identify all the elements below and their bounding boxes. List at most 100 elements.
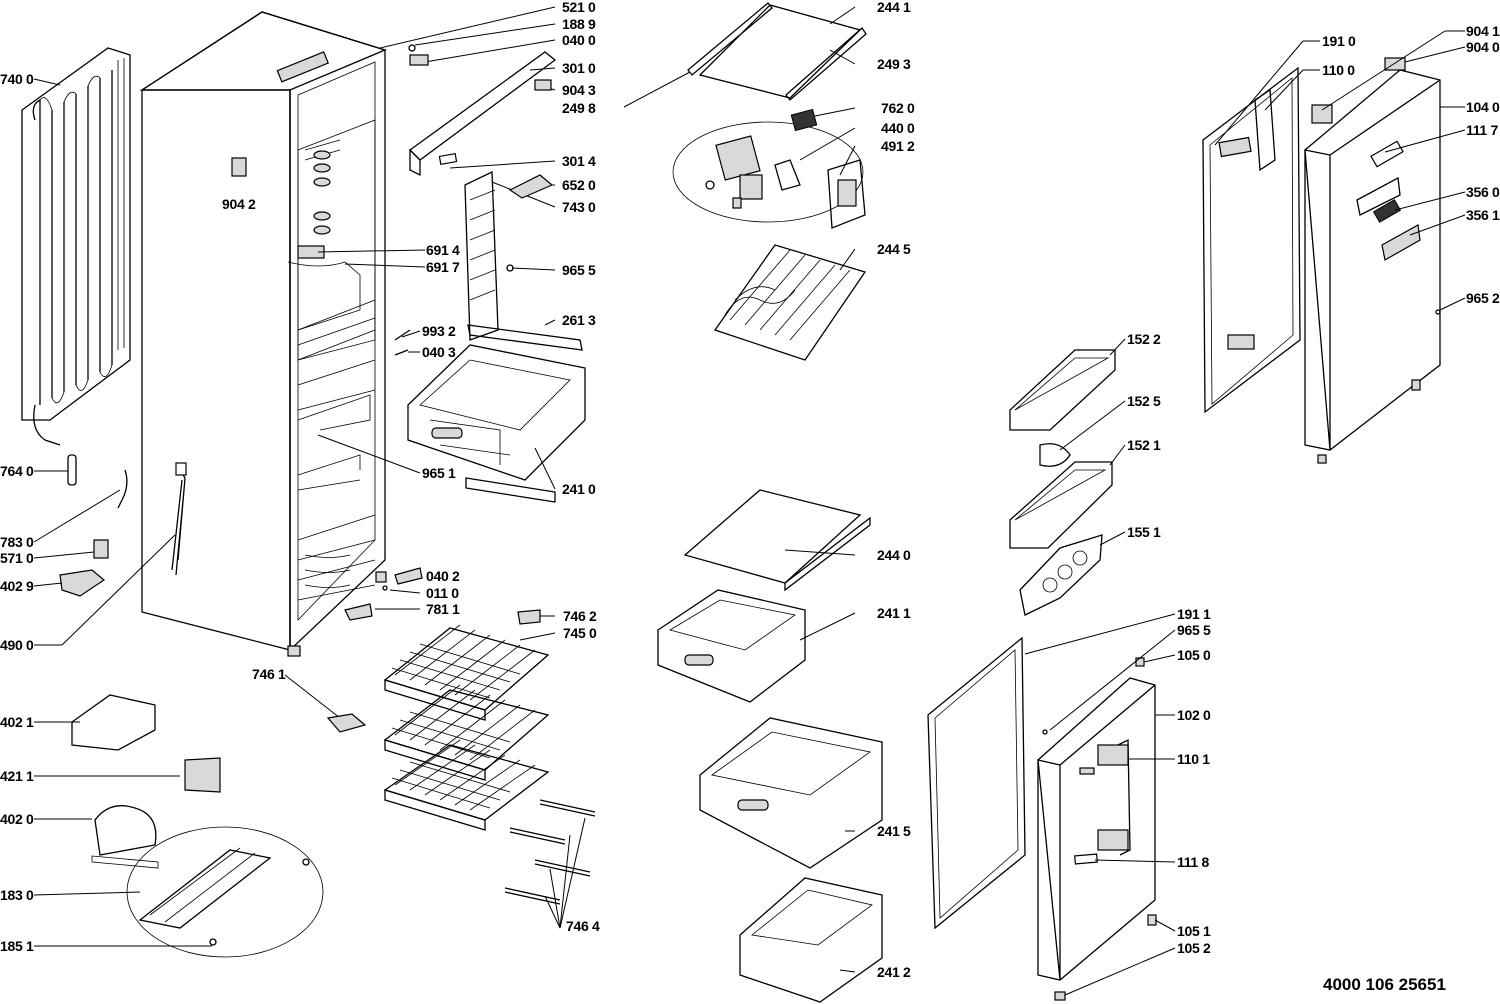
wire-shelf-fridge (713, 244, 867, 361)
label-105-0: 105 0 (1177, 647, 1211, 663)
label-188-9: 188 9 (562, 16, 596, 32)
leaders-left (33, 78, 212, 947)
basket-slides (504, 799, 596, 905)
label-040-0: 040 0 (562, 32, 596, 48)
freezer-door-gasket (927, 636, 1026, 930)
label-740-0: 740 0 (0, 71, 34, 87)
label-402-9: 402 9 (0, 578, 34, 594)
label-152-1: 152 1 (1127, 437, 1161, 453)
leaders-cabinet (284, 6, 691, 929)
label-111-8: 111 8 (1177, 854, 1209, 870)
freezer-door-outer (1037, 657, 1157, 1001)
leaders-right-top (1214, 30, 1466, 311)
label-421-1: 421 1 (0, 768, 34, 784)
condenser-coil (21, 47, 131, 446)
glass-shelf-top (687, 2, 867, 101)
label-781-1: 781 1 (426, 601, 460, 617)
label-762-0: 762 0 (881, 100, 915, 116)
label-241-0: 241 0 (562, 481, 596, 497)
document-number: 4000 106 25651 (1323, 975, 1446, 994)
control-group (672, 108, 866, 229)
label-743-0: 743 0 (562, 199, 596, 215)
label-652-0: 652 0 (562, 177, 596, 193)
leaders-bins (1059, 338, 1126, 546)
label-241-5: 241 5 (877, 823, 911, 839)
label-783-0: 783 0 (0, 534, 34, 550)
label-904-1: 904 1 (1466, 23, 1500, 39)
leaders-center (784, 6, 856, 973)
relay-cover (59, 569, 106, 597)
label-241-1: 241 1 (877, 605, 911, 621)
label-011-0: 011 0 (426, 585, 459, 601)
label-249-3: 249 3 (877, 56, 911, 72)
label-402-1: 402 1 (0, 714, 34, 730)
label-764-0: 764 0 (0, 463, 34, 479)
label-185-1: 185 1 (0, 938, 34, 954)
label-904-0: 904 0 (1466, 39, 1500, 55)
label-691-7: 691 7 (426, 259, 460, 275)
wire-baskets (383, 624, 550, 831)
label-965-1: 965 1 (422, 465, 456, 481)
freezer-drawer-3 (739, 877, 883, 1003)
label-110-0: 110 0 (1322, 62, 1355, 78)
label-244-1: 244 1 (877, 0, 911, 15)
label-261-3: 261 3 (562, 312, 596, 328)
label-301-4: 301 4 (562, 153, 596, 169)
label-402-0: 402 0 (0, 811, 34, 827)
label-111-7: 111 7 (1466, 122, 1498, 138)
capillary-tube (117, 469, 128, 509)
label-152-5: 152 5 (1127, 393, 1161, 409)
label-746-1: 746 1 (252, 666, 286, 682)
label-105-1: 105 1 (1177, 923, 1211, 939)
label-191-1: 191 1 (1177, 606, 1211, 622)
leaders-right-bottom (1024, 613, 1176, 996)
crisper-drawer-fridge (394, 324, 586, 503)
label-356-0: 356 0 (1466, 184, 1500, 200)
label-965-5-door: 965 5 (1177, 622, 1211, 638)
label-155-1: 155 1 (1127, 524, 1161, 540)
label-904-2: 904 2 (222, 196, 256, 212)
label-102-0: 102 0 (1177, 707, 1211, 723)
freezer-drawer-1 (657, 589, 806, 703)
label-183-0: 183 0 (0, 887, 34, 903)
label-244-5: 244 5 (877, 241, 911, 257)
label-301-0: 301 0 (562, 60, 596, 76)
label-249-8: 249 8 (562, 100, 596, 116)
label-571-0: 571 0 (0, 550, 34, 566)
power-cord (171, 462, 187, 576)
label-244-0: 244 0 (877, 547, 911, 563)
label-491-2: 491 2 (881, 138, 915, 154)
cabinet (139, 11, 387, 657)
freezer-drawer-2 (699, 717, 883, 869)
label-490-0: 490 0 (0, 637, 34, 653)
door-bins (1009, 349, 1116, 616)
fridge-door-gasket (1202, 66, 1301, 414)
label-040-3: 040 3 (422, 344, 456, 360)
fridge-door-outer (1304, 57, 1441, 464)
label-691-4: 691 4 (426, 242, 460, 258)
label-356-1: 356 1 (1466, 207, 1500, 223)
bottom-parts (326, 567, 541, 733)
glass-shelf-bottom (683, 489, 871, 592)
label-104-0: 104 0 (1466, 99, 1500, 115)
compressor-parts (71, 694, 324, 958)
label-241-2: 241 2 (877, 964, 911, 980)
label-746-2: 746 2 (563, 608, 597, 624)
relay-part (93, 539, 109, 559)
label-746-4: 746 4 (566, 918, 600, 934)
label-904-3: 904 3 (562, 82, 596, 98)
label-965-2: 965 2 (1466, 290, 1500, 306)
top-rail (408, 44, 557, 177)
label-110-1: 110 1 (1177, 751, 1210, 767)
label-440-0: 440 0 (881, 120, 915, 136)
label-105-2: 105 2 (1177, 940, 1211, 956)
drier-tube (67, 454, 77, 486)
label-521-0: 521 0 (562, 0, 596, 15)
label-993-2: 993 2 (422, 323, 456, 339)
label-965-5: 965 5 (562, 262, 596, 278)
fan-duct (464, 170, 554, 341)
label-152-2: 152 2 (1127, 331, 1161, 347)
label-040-2: 040 2 (426, 568, 460, 584)
label-745-0: 745 0 (563, 625, 597, 641)
